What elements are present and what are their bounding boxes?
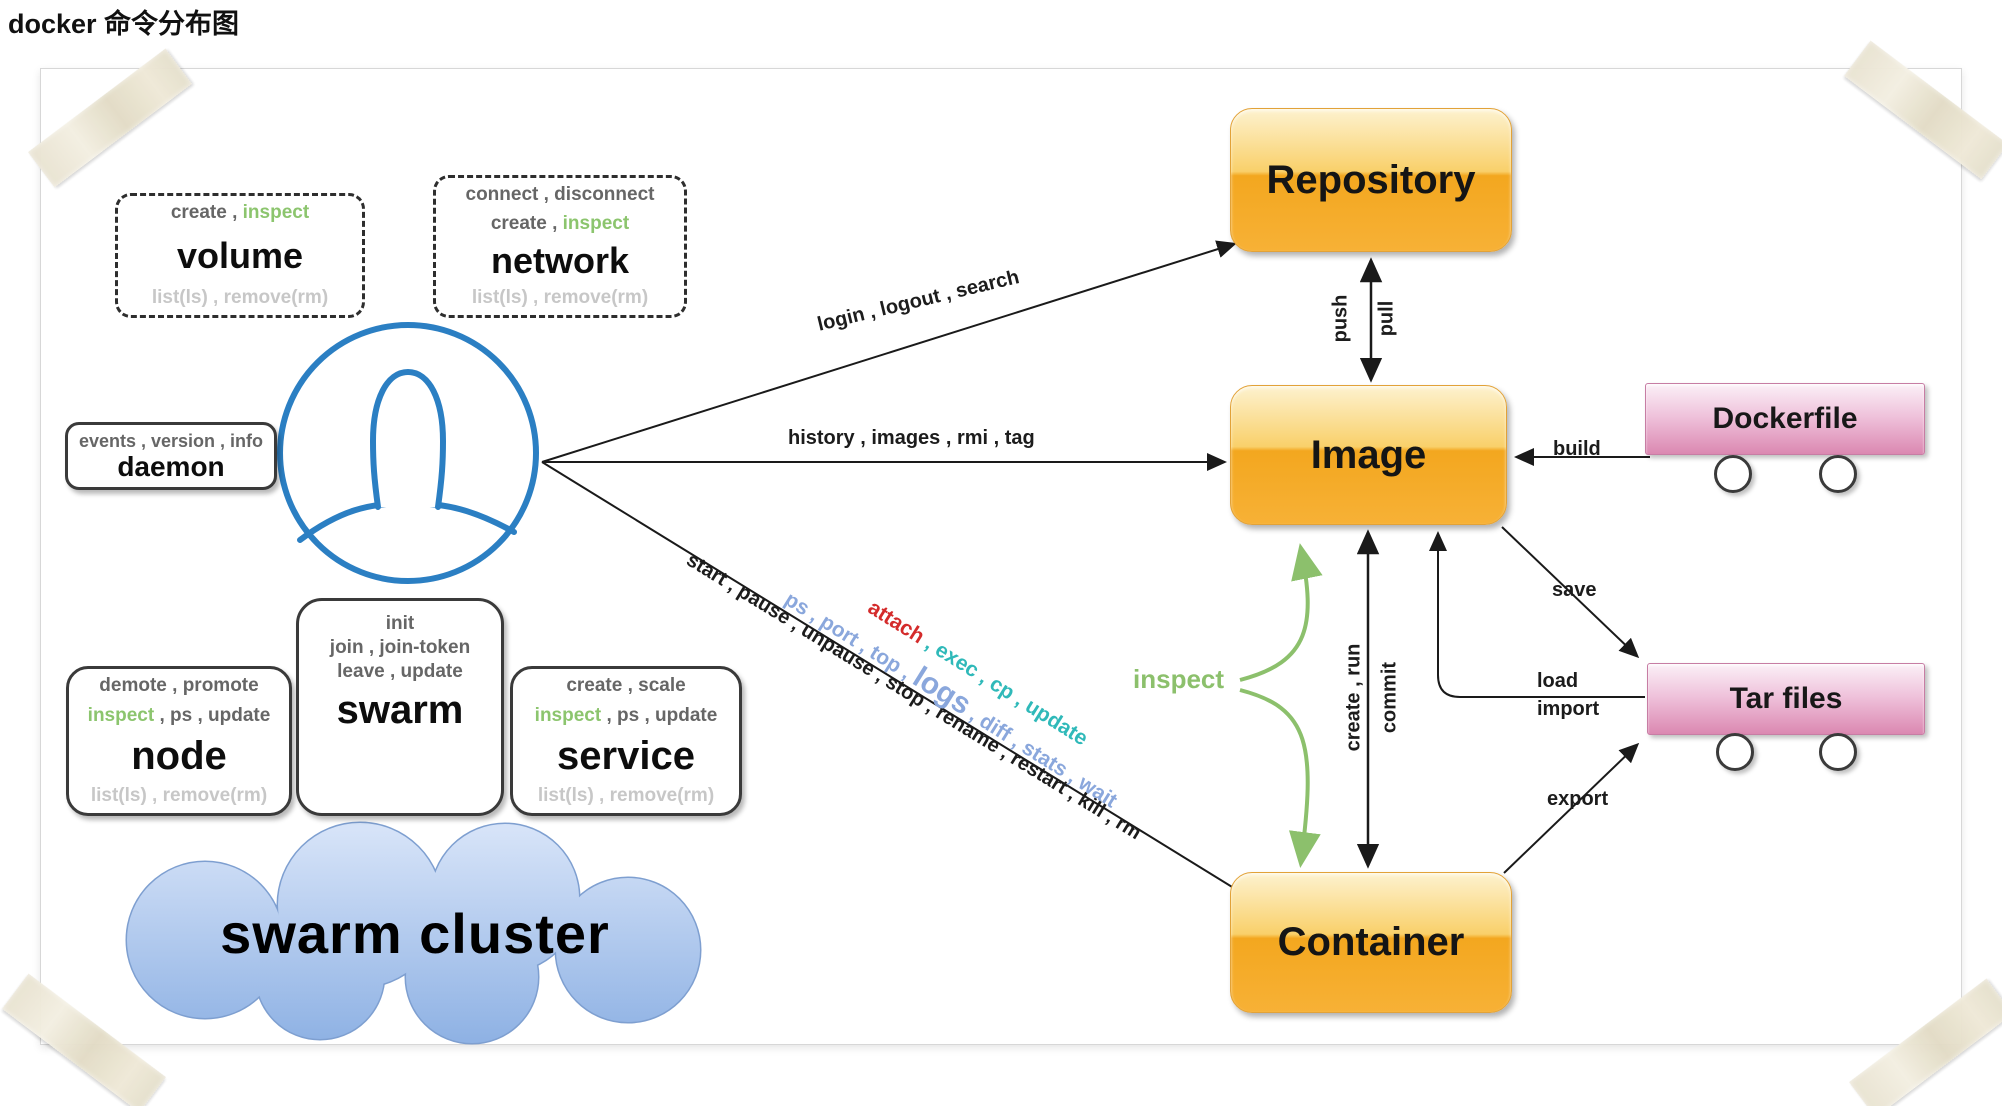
build-label: build xyxy=(1553,438,1601,460)
dockerfile-node: Dockerfile xyxy=(1645,383,1925,455)
swarm-line3: leave , update xyxy=(337,661,463,682)
node-node: demote , promote inspect , ps , update n… xyxy=(66,666,292,816)
load-label: load xyxy=(1537,670,1579,692)
volume-title: volume xyxy=(176,234,304,276)
inspect-image-arrow xyxy=(1239,543,1323,682)
container-node: Container xyxy=(1230,872,1512,1013)
image-node: Image xyxy=(1230,385,1507,525)
node-title: node xyxy=(131,734,227,778)
daemon-commands: events , version , info xyxy=(78,430,264,451)
commit-label: commit xyxy=(1378,661,1401,734)
login-arrow xyxy=(541,240,1237,463)
service-title: service xyxy=(557,734,695,778)
network-line2: create , inspect xyxy=(490,213,630,235)
save-arrow xyxy=(1501,526,1640,659)
tar-files-node: Tar files xyxy=(1647,663,1925,735)
network-bottom-commands: list(ls) , remove(rm) xyxy=(471,286,649,308)
repository-node: Repository xyxy=(1230,108,1512,252)
push-label: push xyxy=(1329,294,1352,343)
volume-node: create , inspect volume list(ls) , remov… xyxy=(115,193,365,318)
node-line2: inspect , ps , update xyxy=(87,705,271,726)
daemon-node: events , version , info daemon xyxy=(65,422,277,490)
node-line1: demote , promote xyxy=(99,675,259,696)
swarm-cluster-cloud xyxy=(125,821,702,1045)
history-label: history , images , rmi , tag xyxy=(788,427,1035,449)
service-line1: create , scale xyxy=(566,675,686,696)
wheel-icon xyxy=(1714,455,1752,493)
network-node: connect , disconnect create , inspect ne… xyxy=(433,175,687,318)
swarm-node: init join , join-token leave , update sw… xyxy=(296,598,504,816)
lifecycle-arrow xyxy=(541,461,1253,900)
network-title: network xyxy=(490,240,630,282)
volume-top-commands: create , inspect xyxy=(170,202,310,223)
volume-bottom-commands: list(ls) , remove(rm) xyxy=(151,286,329,308)
pull-label: pull xyxy=(1375,300,1398,337)
wheel-icon xyxy=(1819,733,1857,771)
page-title: docker 命令分布图 xyxy=(8,9,240,39)
swarm-line1: init xyxy=(385,613,415,634)
inspect-container-arrow xyxy=(1239,688,1321,868)
export-arrow xyxy=(1503,742,1640,874)
export-label: export xyxy=(1547,788,1609,810)
daemon-title: daemon xyxy=(117,450,225,482)
user-icon xyxy=(277,322,539,584)
inspect-label: inspect xyxy=(1133,664,1225,694)
swarm-title: swarm xyxy=(336,688,464,732)
node-bottom-commands: list(ls) , remove(rm) xyxy=(90,785,268,806)
swarm-line2: join , join-token xyxy=(329,637,471,658)
network-line1: connect , disconnect xyxy=(465,184,655,205)
wheel-icon xyxy=(1716,733,1754,771)
load-import-arrow xyxy=(1429,531,1645,698)
service-node: create , scale inspect , ps , update ser… xyxy=(510,666,742,816)
save-label: save xyxy=(1552,579,1597,601)
import-label: import xyxy=(1537,698,1600,720)
wheel-icon xyxy=(1819,455,1857,493)
swarm-cluster-label: swarm cluster xyxy=(220,902,610,965)
service-line2: inspect , ps , update xyxy=(534,705,718,726)
service-bottom-commands: list(ls) , remove(rm) xyxy=(537,785,715,806)
create-run-label: create , run xyxy=(1342,643,1365,752)
